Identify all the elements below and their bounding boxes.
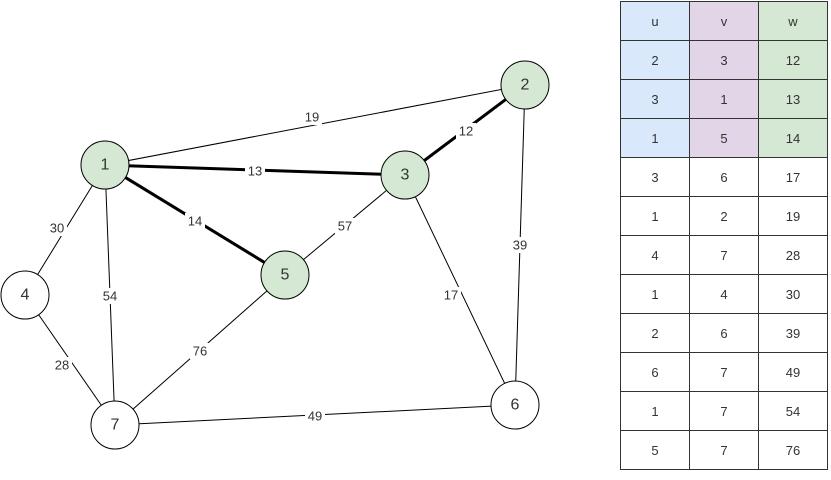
edge-weight-label: 76 (193, 344, 207, 359)
edge-weight-label: 13 (248, 164, 262, 179)
node-3: 3 (380, 150, 430, 200)
edge-weight-label: 57 (338, 219, 352, 234)
node-circle (500, 60, 550, 110)
table-header-u: u (620, 1, 690, 41)
node-circle (380, 150, 430, 200)
table-cell: 7 (689, 235, 759, 275)
table-cell: 1 (620, 274, 690, 314)
table-cell: 39 (758, 313, 828, 353)
node-4: 4 (0, 270, 50, 320)
table-cell: 2 (689, 196, 759, 236)
node-6: 6 (490, 380, 540, 430)
node-circle (260, 250, 310, 300)
table-cell: 3 (620, 79, 690, 119)
table-cell: 49 (758, 352, 828, 392)
table-cell: 7 (689, 391, 759, 431)
edge-weight-label: 12 (459, 124, 473, 139)
edge-weight-label: 39 (513, 238, 527, 253)
edge-weight-label: 49 (308, 409, 322, 424)
table-cell: 6 (689, 313, 759, 353)
table-cell: 3 (689, 40, 759, 80)
edge-label-background (52, 357, 72, 373)
table-cell: 13 (758, 79, 828, 119)
node-label: 1 (101, 157, 110, 174)
node-circle (490, 380, 540, 430)
edge-label-background (190, 343, 210, 359)
node-label: 2 (521, 77, 530, 94)
node-circle (90, 400, 140, 450)
table-cell: 6 (620, 352, 690, 392)
table-cell: 28 (758, 235, 828, 275)
node-label: 5 (281, 267, 290, 284)
edge-label-background (100, 288, 120, 304)
table-cell: 12 (758, 40, 828, 80)
node-label: 7 (111, 417, 120, 434)
table-cell: 4 (620, 235, 690, 275)
edge-label-background (302, 109, 322, 125)
table-header-w: w (758, 1, 828, 41)
edge-weight-label: 14 (188, 214, 202, 229)
node-label: 6 (511, 397, 520, 414)
table-cell: 7 (689, 352, 759, 392)
table-cell: 17 (758, 157, 828, 197)
node-label: 3 (401, 167, 410, 184)
table-header-v: v (689, 1, 759, 41)
table-cell: 2 (620, 40, 690, 80)
node-1: 1 (80, 140, 130, 190)
table-cell: 5 (620, 430, 690, 470)
table-cell: 19 (758, 196, 828, 236)
edge-weight-label: 28 (55, 358, 69, 373)
node-label: 4 (21, 287, 30, 304)
table-cell: 76 (758, 430, 828, 470)
node-2: 2 (500, 60, 550, 110)
edge-label-background (456, 123, 476, 139)
node-circle (80, 140, 130, 190)
table-cell: 54 (758, 391, 828, 431)
node-5: 5 (260, 250, 310, 300)
table-cell: 1 (620, 391, 690, 431)
table-cell: 1 (620, 118, 690, 158)
table-cell: 1 (689, 79, 759, 119)
node-circle (0, 270, 50, 320)
edge-weight-label: 19 (305, 110, 319, 125)
edge-label-background (335, 218, 355, 234)
table-cell: 30 (758, 274, 828, 314)
table-cell: 2 (620, 313, 690, 353)
edge-label-background (510, 237, 530, 253)
edge-label-background (441, 287, 461, 303)
table-cell: 4 (689, 274, 759, 314)
table-cell: 5 (689, 118, 759, 158)
edge-label-background (47, 220, 67, 236)
edge-label-background (305, 408, 325, 424)
table-cell: 1 (620, 196, 690, 236)
table-cell: 7 (689, 430, 759, 470)
table-cell: 6 (689, 157, 759, 197)
edge-weight-label: 30 (50, 221, 64, 236)
table-cell: 3 (620, 157, 690, 197)
edge-label-background (245, 163, 265, 179)
table-cell: 14 (758, 118, 828, 158)
edge-label-background (185, 213, 205, 229)
edge-weight-label: 54 (103, 289, 117, 304)
node-7: 7 (90, 400, 140, 450)
edge-weight-label: 17 (444, 288, 458, 303)
